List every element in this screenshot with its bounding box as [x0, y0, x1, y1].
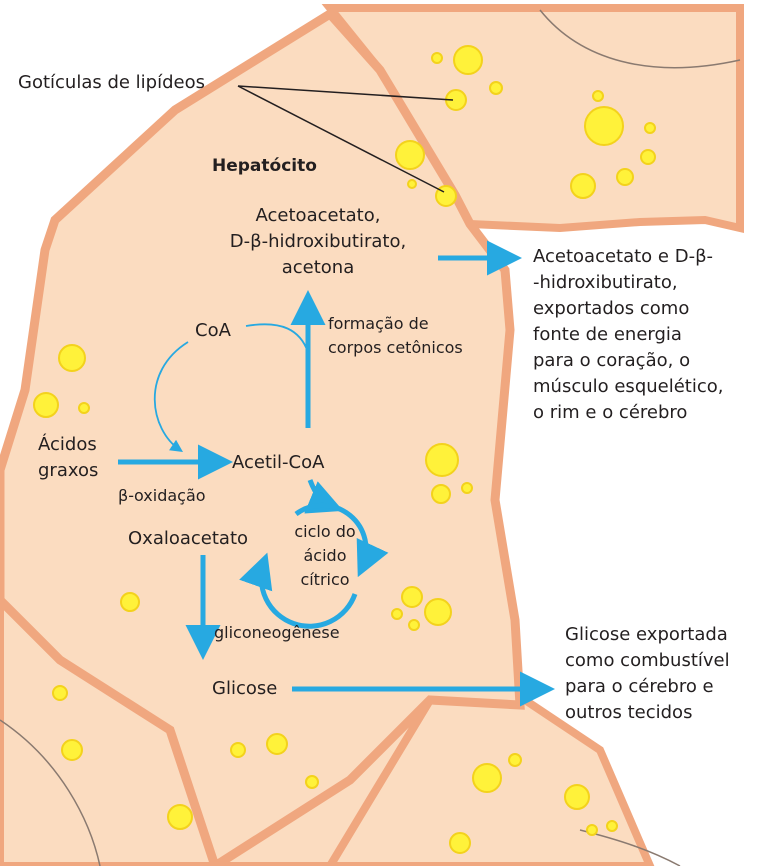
label-beta-oxidation: β-oxidação [118, 484, 206, 508]
ketone-export-line-2: -hidroxibutirato, [533, 270, 724, 296]
ketone-export-line-3: exportados como [533, 296, 724, 322]
label-acetyl-coa: Acetil-CoA [232, 450, 324, 476]
label-glucose: Glicose [212, 676, 277, 702]
label-hepatocyte: Hepatócito [212, 153, 317, 179]
glucose-export-line-4: outros tecidos [565, 700, 730, 726]
ketone-export-line-6: músculo esquelético, [533, 374, 724, 400]
ketone-bodies-line-1: Acetoacetato, [218, 203, 418, 229]
ketone-export-line-1: Acetoacetato e D-β- [533, 244, 724, 270]
fatty-acids-line-1: Ácidos [38, 432, 98, 458]
glucose-export-line-2: como combustível [565, 648, 730, 674]
label-ketone-formation: formação de corpos cetônicos [328, 312, 463, 360]
fatty-acids-line-2: graxos [38, 458, 98, 484]
label-fatty-acids: Ácidos graxos [38, 432, 98, 484]
label-gluconeogenesis: gliconeogênese [214, 621, 340, 645]
label-lipid-droplets: Gotículas de lipídeos [18, 70, 205, 96]
label-coa: CoA [195, 318, 231, 344]
ketone-bodies-line-2: D-β-hidroxibutirato, [218, 229, 418, 255]
citric-cycle-line-1: ciclo do [286, 520, 364, 544]
label-glucose-export: Glicose exportada como combustível para … [565, 622, 730, 726]
ketone-export-line-7: o rim e o cérebro [533, 400, 724, 426]
ketone-formation-line-1: formação de [328, 312, 463, 336]
ketone-export-line-5: para o coração, o [533, 348, 724, 374]
label-oxaloacetate: Oxaloacetato [128, 526, 248, 552]
label-citric-cycle: ciclo do ácido cítrico [286, 520, 364, 592]
label-ketone-bodies: Acetoacetato, D-β-hidroxibutirato, aceto… [218, 203, 418, 281]
citric-cycle-line-3: cítrico [286, 568, 364, 592]
glucose-export-line-1: Glicose exportada [565, 622, 730, 648]
ketone-export-line-4: fonte de energia [533, 322, 724, 348]
label-ketone-export: Acetoacetato e D-β- -hidroxibutirato, ex… [533, 244, 724, 426]
glucose-export-line-3: para o cérebro e [565, 674, 730, 700]
citric-cycle-line-2: ácido [286, 544, 364, 568]
ketone-bodies-line-3: acetona [218, 255, 418, 281]
ketone-formation-line-2: corpos cetônicos [328, 336, 463, 360]
